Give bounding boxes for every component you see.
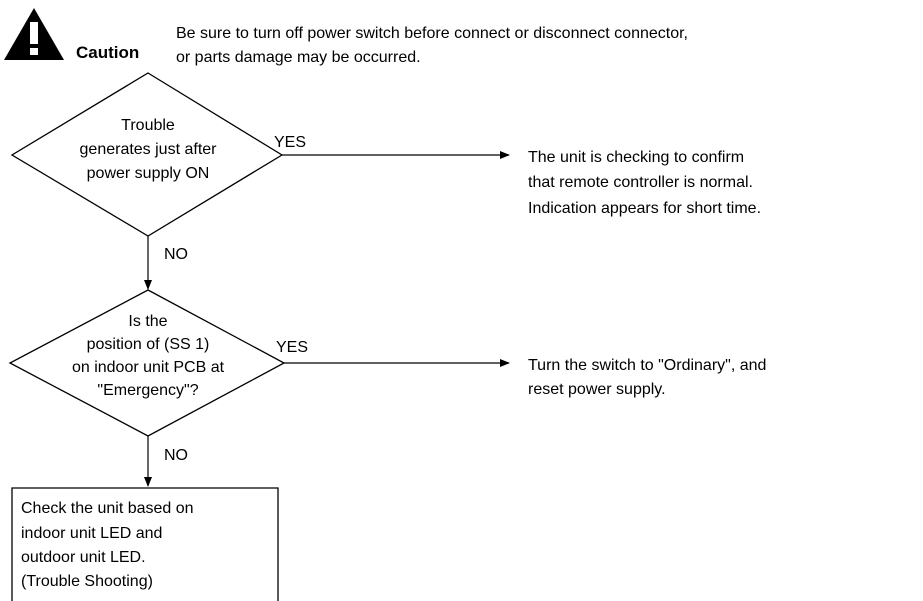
final-box-line-1: Check the unit based on xyxy=(21,500,194,517)
final-process-box-border xyxy=(11,487,279,601)
decision-2-text-line-4: "Emergency"? xyxy=(97,382,198,399)
decision-1-no-label: NO xyxy=(164,246,188,263)
final-box-line-4: (Trouble Shooting) xyxy=(21,573,153,590)
decision-2-text-line-2: position of (SS 1) xyxy=(87,336,210,353)
final-box-line-3: outdoor unit LED. xyxy=(21,549,146,566)
decision-2-text-line-1: Is the xyxy=(128,313,167,330)
decision-2-no-label: NO xyxy=(164,447,188,464)
decision-2: Is the position of (SS 1) on indoor unit… xyxy=(8,289,766,487)
decision-1-result-line-3: Indication appears for short time. xyxy=(528,200,761,217)
warning-triangle-icon xyxy=(4,8,64,60)
decision-1-text-line-3: power supply ON xyxy=(87,165,210,182)
decision-1-result-line-2: that remote controller is normal. xyxy=(528,174,753,191)
caution-label: Caution xyxy=(76,43,139,62)
decision-1-text-line-1: Trouble xyxy=(121,117,175,134)
caution-message-line-1: Be sure to turn off power switch before … xyxy=(176,25,688,42)
decision-1-yes-label: YES xyxy=(274,134,306,151)
decision-2-result-line-1: Turn the switch to "Ordinary", and xyxy=(528,357,766,374)
decision-1-text-line-2: generates just after xyxy=(80,141,218,158)
final-process-box: Check the unit based on indoor unit LED … xyxy=(11,487,279,601)
final-box-line-2: indoor unit LED and xyxy=(21,525,162,542)
caution-header: Caution Be sure to turn off power switch… xyxy=(4,8,688,66)
decision-2-yes-label: YES xyxy=(276,339,308,356)
decision-1-result-line-1: The unit is checking to confirm xyxy=(528,149,744,166)
caution-message-line-2: or parts damage may be occurred. xyxy=(176,49,421,66)
decision-2-text-line-3: on indoor unit PCB at xyxy=(72,359,225,376)
decision-1: Trouble generates just after power suppl… xyxy=(10,72,761,290)
decision-2-result-line-2: reset power supply. xyxy=(528,381,666,398)
